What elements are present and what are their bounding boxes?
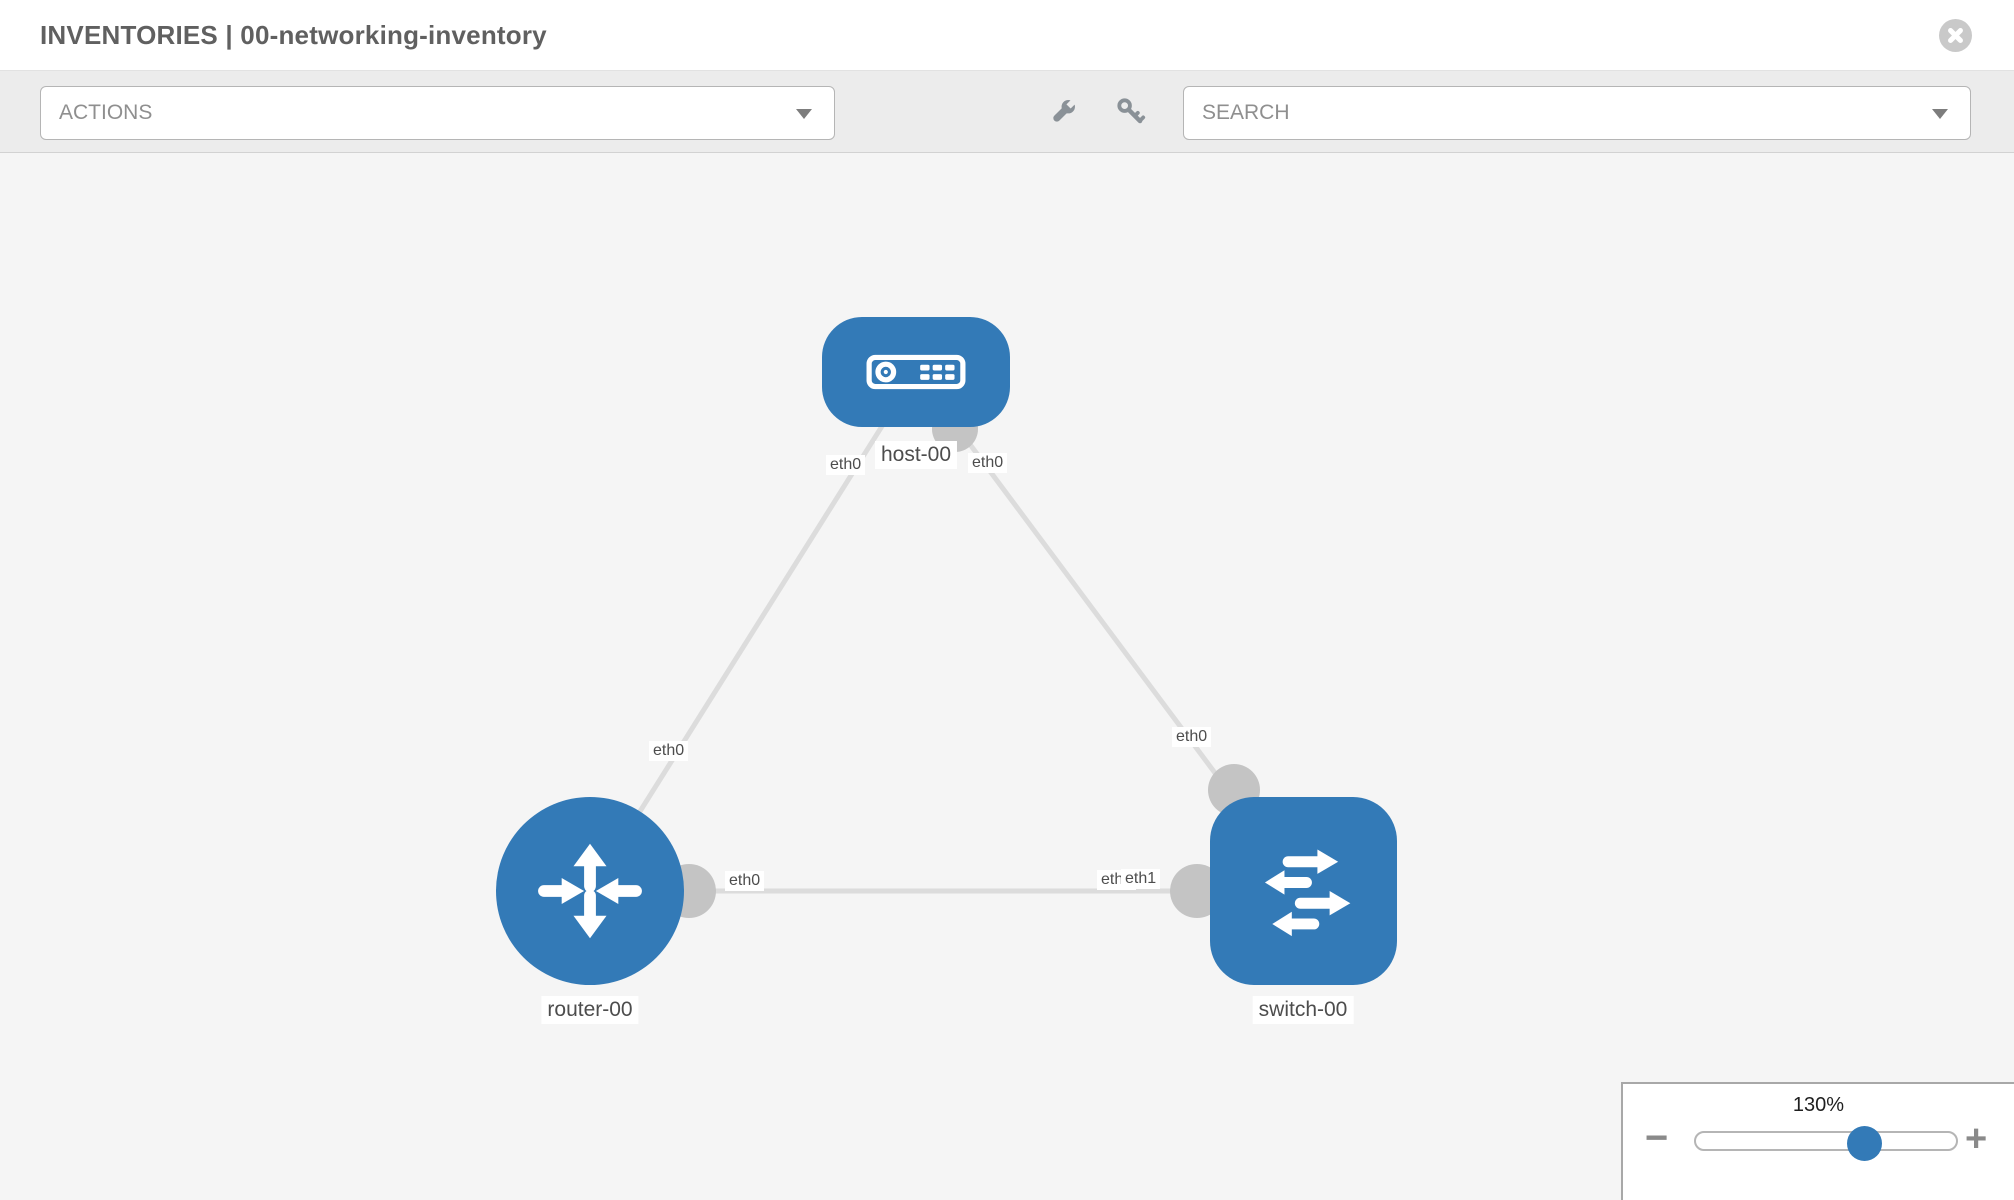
node-router[interactable]	[496, 797, 684, 985]
zoom-slider-track[interactable]	[1694, 1131, 1958, 1151]
page-title: INVENTORIES | 00-networking-inventory	[40, 20, 547, 50]
zoom-panel: 130% − +	[1621, 1082, 2014, 1200]
router-icon	[538, 843, 642, 939]
node-label-host: host-00	[874, 441, 958, 469]
actions-dropdown[interactable]: ACTIONS	[40, 86, 835, 140]
topology-canvas[interactable]: host-00 router-00 switch-00 eth0 eth0 et…	[0, 153, 2014, 1200]
wrench-icon	[1053, 98, 1077, 122]
zoom-in-button[interactable]: +	[1965, 1120, 1987, 1158]
chevron-down-icon	[1932, 109, 1948, 119]
if-label-switch-to-host: eth0	[1172, 727, 1212, 747]
if-label-host-to-switch: eth0	[968, 453, 1008, 473]
if-label-host-to-router: eth0	[826, 455, 866, 475]
if-label-router-to-switch: eth0	[725, 871, 765, 891]
node-label-switch: switch-00	[1252, 996, 1354, 1024]
links-layer	[587, 370, 1306, 918]
close-button[interactable]	[1939, 19, 1972, 52]
search-dropdown-label: SEARCH	[1202, 101, 1290, 124]
zoom-level-value: 130%	[1792, 1094, 1845, 1116]
plus-icon: +	[1965, 1118, 1988, 1160]
header-bar: INVENTORIES | 00-networking-inventory	[0, 0, 2014, 71]
toolbar: ACTIONS SEARCH	[0, 71, 2014, 153]
minus-icon: −	[1645, 1116, 1669, 1160]
host-icon	[866, 354, 966, 390]
search-dropdown[interactable]: SEARCH	[1183, 86, 1971, 140]
node-label-router: router-00	[541, 996, 639, 1024]
if-label-switch-to-router: eth1	[1121, 869, 1161, 889]
tools-button[interactable]	[1046, 95, 1080, 129]
node-host[interactable]	[822, 317, 1010, 427]
node-switch[interactable]	[1210, 797, 1397, 985]
if-label-router-to-host: eth0	[649, 741, 689, 761]
switch-icon	[1264, 849, 1350, 937]
actions-dropdown-label: ACTIONS	[59, 101, 153, 124]
key-button[interactable]	[1114, 95, 1148, 129]
zoom-slider-thumb[interactable]	[1847, 1126, 1882, 1161]
chevron-down-icon	[796, 109, 812, 119]
key-icon	[1117, 98, 1146, 124]
zoom-out-button[interactable]: −	[1645, 1118, 1668, 1158]
